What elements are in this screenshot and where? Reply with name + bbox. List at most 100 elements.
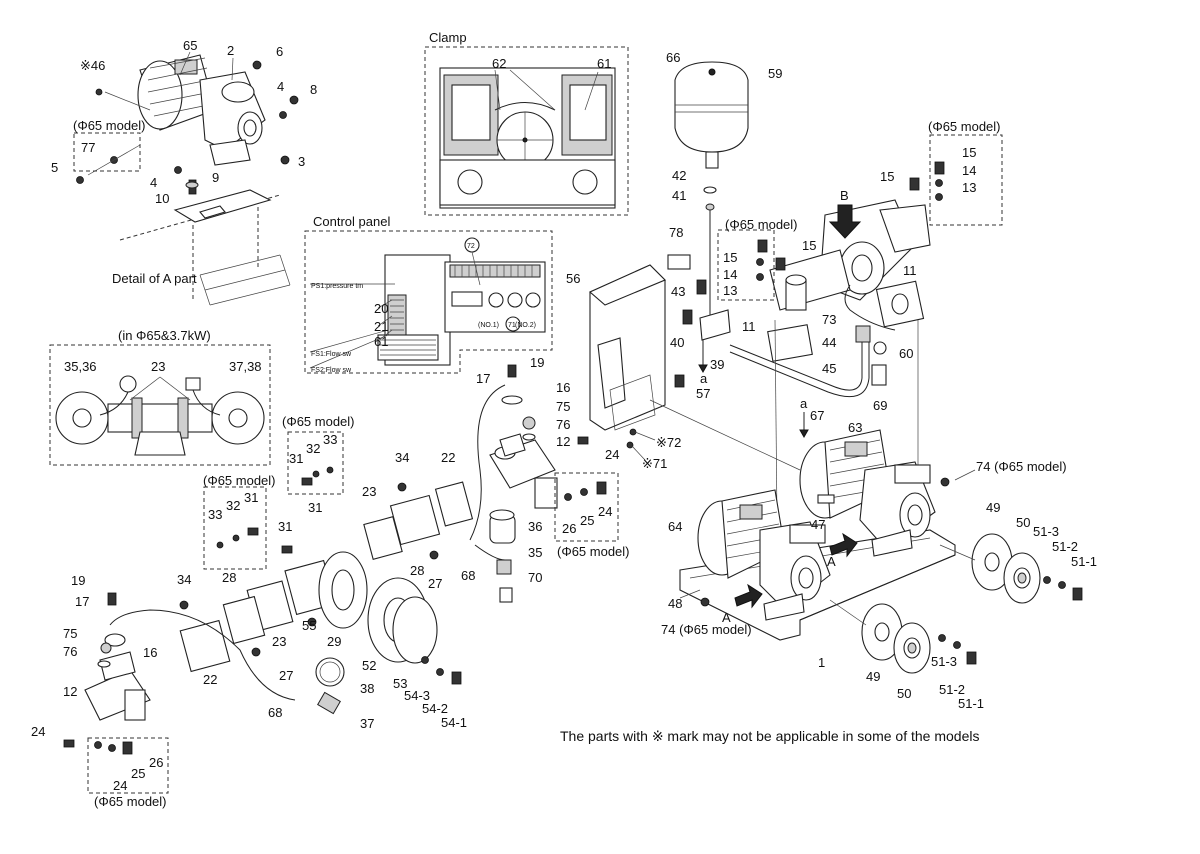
part-2: 2 xyxy=(227,43,234,58)
part-56: 56 xyxy=(566,271,580,286)
part-41: 41 xyxy=(672,188,686,203)
part-62: 62 xyxy=(492,56,506,71)
part-37-38: 37,38 xyxy=(229,359,262,374)
model-tag-3: (Φ65 model) xyxy=(203,473,276,488)
part-20: 20 xyxy=(374,301,388,316)
part-46: ※46 xyxy=(80,58,105,73)
part-39: 39 xyxy=(710,357,724,372)
part-33b: 33 xyxy=(208,507,222,522)
flow-mark-a-1: a xyxy=(700,371,708,386)
part-35: 35 xyxy=(528,545,542,560)
detail-a-title: Detail of A part xyxy=(112,271,197,286)
fs1-label: FS1:Flow sw xyxy=(311,351,352,358)
part-54-3: 54-3 xyxy=(404,688,430,703)
part-32a: 32 xyxy=(306,441,320,456)
part-68a: 68 xyxy=(461,568,475,583)
part-24c: 24 xyxy=(31,724,45,739)
part-28a: 28 xyxy=(410,563,424,578)
part-22b: 22 xyxy=(203,672,217,687)
part-31d: 31 xyxy=(308,500,322,515)
part-31a: 31 xyxy=(289,451,303,466)
right-upper-assembly xyxy=(588,61,1003,621)
part-51-3b: 51-3 xyxy=(931,654,957,669)
part-32b: 32 xyxy=(226,498,240,513)
top-left-motor-assembly xyxy=(73,51,299,306)
part-37: 37 xyxy=(360,716,374,731)
part-54-1: 54-1 xyxy=(441,715,467,730)
part-27b: 27 xyxy=(279,668,293,683)
model-tag-1: (Φ65 model) xyxy=(73,118,146,133)
part-34a: 34 xyxy=(395,450,409,465)
part-31c: 31 xyxy=(278,519,292,534)
part-76a: 76 xyxy=(556,417,570,432)
part-12b: 12 xyxy=(63,684,77,699)
part-45: 45 xyxy=(822,361,836,376)
part-33a: 33 xyxy=(323,432,337,447)
part-51-1a: 51-1 xyxy=(1071,554,1097,569)
part-38: 38 xyxy=(360,681,374,696)
part-75b: 75 xyxy=(63,626,77,641)
fs2-label: FS2:Flow sw xyxy=(311,367,352,374)
no1-label: (NO.1) xyxy=(478,322,499,329)
part-76b: 76 xyxy=(63,644,77,659)
part-51-2a: 51-2 xyxy=(1052,539,1078,554)
part-48: 48 xyxy=(668,596,682,611)
cp-callout-71: 71 xyxy=(508,322,516,329)
part-31b: 31 xyxy=(244,490,258,505)
part-49a: 49 xyxy=(986,500,1000,515)
labels: Clamp Control panel Detail of A part (in… xyxy=(31,30,1097,809)
part-25b: 25 xyxy=(131,766,145,781)
part-29: 29 xyxy=(327,634,341,649)
part-24a: 24 xyxy=(605,447,619,462)
flow-mark-A-2: A xyxy=(827,554,836,569)
phi65-header-section xyxy=(49,344,271,466)
ps1-label: PS1:pressure tm xyxy=(311,283,363,290)
part-74a: 74 (Φ65 model) xyxy=(976,459,1067,474)
header-piping-assembly xyxy=(63,364,619,794)
part-9: 9 xyxy=(212,170,219,185)
clamp-section xyxy=(424,46,629,216)
part-70: 70 xyxy=(528,570,542,585)
part-28b: 28 xyxy=(222,570,236,585)
part-69: 69 xyxy=(873,398,887,413)
part-36: 36 xyxy=(528,519,542,534)
flow-mark-A-1: A xyxy=(722,610,731,625)
pump-units-base xyxy=(679,429,1083,674)
model-tag-6: (Φ65 model) xyxy=(725,217,798,232)
model-tag-2: (Φ65 model) xyxy=(282,414,355,429)
part-11b: 11 xyxy=(742,319,756,334)
part-73: 73 xyxy=(822,312,836,327)
part-4a: 4 xyxy=(277,79,284,94)
part-49b: 49 xyxy=(866,669,880,684)
part-1: 1 xyxy=(818,655,825,670)
part-47: 47 xyxy=(811,517,825,532)
part-52: 52 xyxy=(362,658,376,673)
part-13a: 13 xyxy=(723,283,737,298)
part-64: 64 xyxy=(668,519,682,534)
control-panel-title: Control panel xyxy=(313,214,390,229)
part-14b: 14 xyxy=(962,163,976,178)
part-22a: 22 xyxy=(441,450,455,465)
part-23c: 23 xyxy=(272,634,286,649)
part-44: 44 xyxy=(822,335,836,350)
flow-mark-a-2: a xyxy=(800,396,808,411)
part-8: 8 xyxy=(310,82,317,97)
part-60: 60 xyxy=(899,346,913,361)
part-35-36: 35,36 xyxy=(64,359,97,374)
part-75a: 75 xyxy=(556,399,570,414)
part-61a: 61 xyxy=(597,56,611,71)
part-67: 67 xyxy=(810,408,824,423)
part-11a: 11 xyxy=(903,263,917,278)
part-77: 77 xyxy=(81,140,95,155)
part-43: 43 xyxy=(671,284,685,299)
part-5: 5 xyxy=(51,160,58,175)
part-71: ※71 xyxy=(642,456,667,471)
part-61b: 61 xyxy=(374,334,388,349)
part-59: 59 xyxy=(768,66,782,81)
no2-label: (NO.2) xyxy=(515,322,536,329)
control-panel-section xyxy=(304,230,553,374)
part-55: 55 xyxy=(302,618,316,633)
part-74b: 74 (Φ65 model) xyxy=(661,622,752,637)
part-23b: 23 xyxy=(362,484,376,499)
